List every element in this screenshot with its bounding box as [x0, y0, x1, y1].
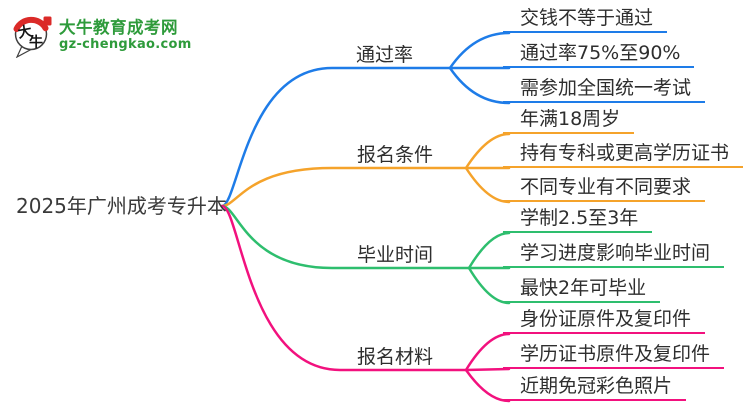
branch-pass-rate: 通过率	[356, 44, 414, 66]
branch-line-requirements	[220, 166, 468, 208]
logo-site-domain: gz-chengkao.com	[59, 37, 192, 52]
logo-char-bottom: 牛	[29, 34, 43, 51]
child-materials-1: 身份证原件及复印件	[503, 308, 706, 334]
branch-materials: 报名材料	[357, 346, 434, 368]
logo-char-top: 大	[17, 23, 34, 42]
child-pass-rate-2: 通过率75%至90%	[503, 42, 695, 68]
branch-line-materials-child-top	[464, 332, 511, 372]
child-pass-rate-1: 交钱不等于通过	[503, 7, 668, 33]
logo-site-name: 大牛教育成考网	[59, 18, 178, 37]
branch-line-pass-rate	[220, 66, 452, 208]
branch-requirements: 报名条件	[357, 144, 434, 166]
branch-line-materials	[220, 204, 468, 372]
child-requirements-1: 年满18周岁	[503, 108, 635, 134]
site-logo[interactable]: 大 牛 大牛教育成考网 gz-chengkao.com	[12, 12, 192, 58]
child-graduation-time-3: 最快2年可毕业	[503, 277, 661, 303]
child-materials-3: 近期免冠彩色照片	[503, 375, 687, 401]
root-topic: 2025年广州成考专升本	[16, 194, 227, 218]
logo-bubble-icon: 大 牛	[13, 16, 52, 58]
child-pass-rate-3: 需参加全国统一考试	[503, 77, 706, 103]
branch-line-graduation-time	[220, 204, 471, 270]
logo-red-cap	[13, 16, 49, 32]
child-graduation-time-2: 学习进度影响毕业时间	[503, 242, 725, 268]
child-graduation-time-1: 学制2.5至3年	[503, 207, 653, 233]
logo-seal	[43, 16, 52, 26]
branch-line-materials-child-mid	[464, 367, 511, 372]
child-materials-2: 学历证书原件及复印件	[503, 343, 725, 369]
branch-graduation-time: 毕业时间	[357, 244, 434, 266]
child-requirements-2: 持有专科或更高学历证书	[503, 142, 744, 168]
branch-line-requirements-child-top	[464, 132, 511, 170]
child-requirements-3: 不同专业有不同要求	[503, 176, 706, 202]
branch-line-pass-rate-child-top	[448, 31, 511, 70]
branch-line-pass-rate-child-bottom	[448, 66, 511, 105]
branch-line-graduation-time-child-top	[467, 231, 511, 270]
